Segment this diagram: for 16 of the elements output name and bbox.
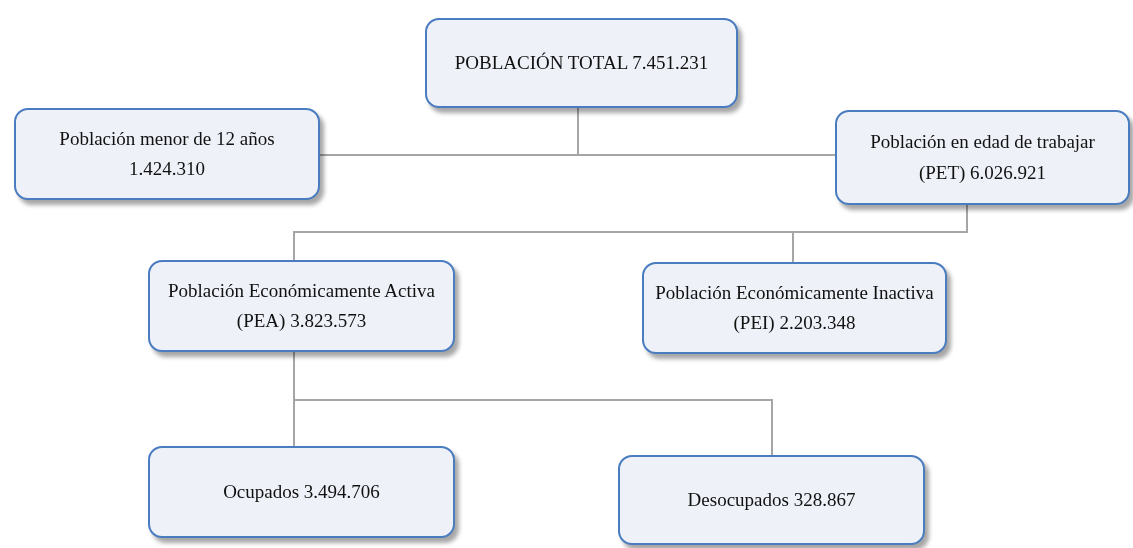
box-text: Población menor de 12 años 1.424.310 xyxy=(58,126,276,181)
process-box xyxy=(618,455,925,545)
box-text: Ocupados 3.494.706 xyxy=(223,479,380,504)
process-box xyxy=(148,260,455,352)
box-text: Población en edad de trabajar (PET) 6.026.921 xyxy=(869,130,1096,185)
box-text: Población Económicamente Activa (PEA) 3.823.573 xyxy=(167,278,436,333)
box-text: POBLACIÓN TOTAL 7.451.231 xyxy=(454,50,709,75)
process-box xyxy=(425,18,738,108)
connector-line xyxy=(792,204,968,263)
process-box xyxy=(835,110,1130,205)
process-box xyxy=(148,446,455,538)
connector-line xyxy=(577,107,836,156)
process-box xyxy=(14,108,320,200)
box-text: Desocupados 328.867 xyxy=(687,487,856,512)
process-box xyxy=(642,262,947,354)
box-text: Población Económicamente Inactiva (PEI) 2.203.348 xyxy=(654,280,935,335)
